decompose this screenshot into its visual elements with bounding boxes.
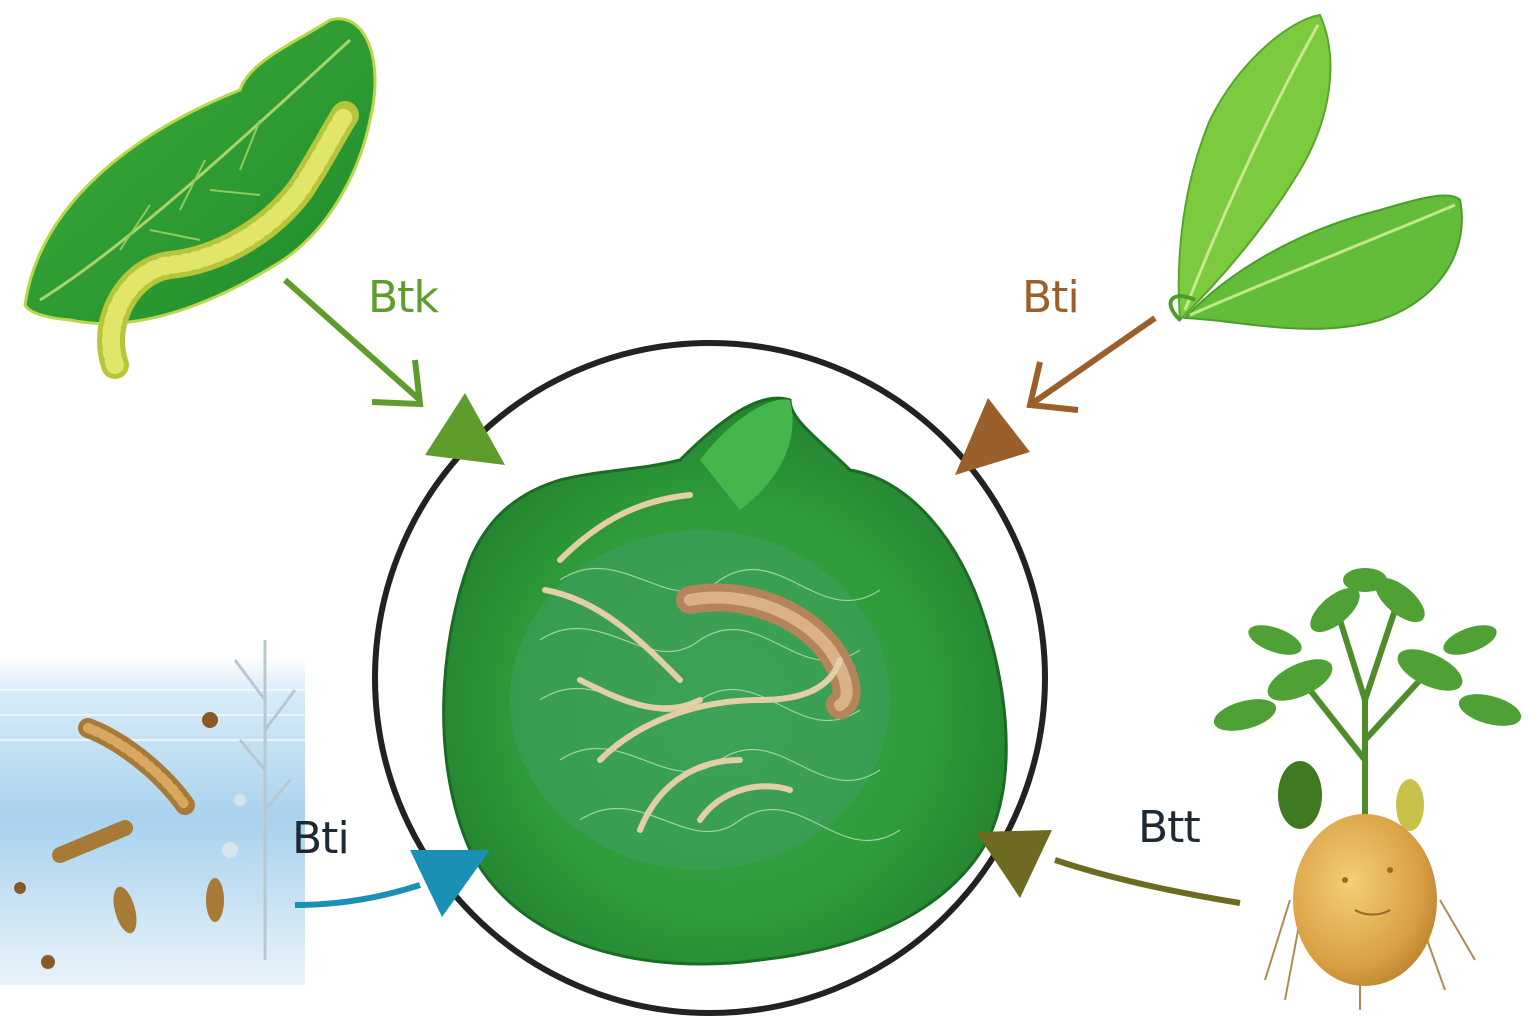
aquatic-larvae-icon: [0, 640, 305, 985]
potato-plant-icon: [1213, 568, 1522, 1010]
bti-bottom-arrow: [294, 850, 490, 917]
btk-arrow: [283, 277, 505, 465]
caterpillar-on-leaf-icon: [23, 17, 377, 379]
green-leaves-icon: [1168, 13, 1463, 330]
label-bti-top: Bti: [1022, 272, 1080, 323]
label-btt: Btt: [1138, 802, 1201, 853]
bti-top-arrow: [955, 315, 1157, 475]
label-bti-bottom: Bti: [292, 813, 350, 864]
infected-larva-in-leaf-icon: [442, 396, 1008, 966]
target-ring: [372, 340, 1048, 1016]
label-btk: Btk: [368, 272, 439, 323]
btt-arrow: [976, 830, 1241, 906]
